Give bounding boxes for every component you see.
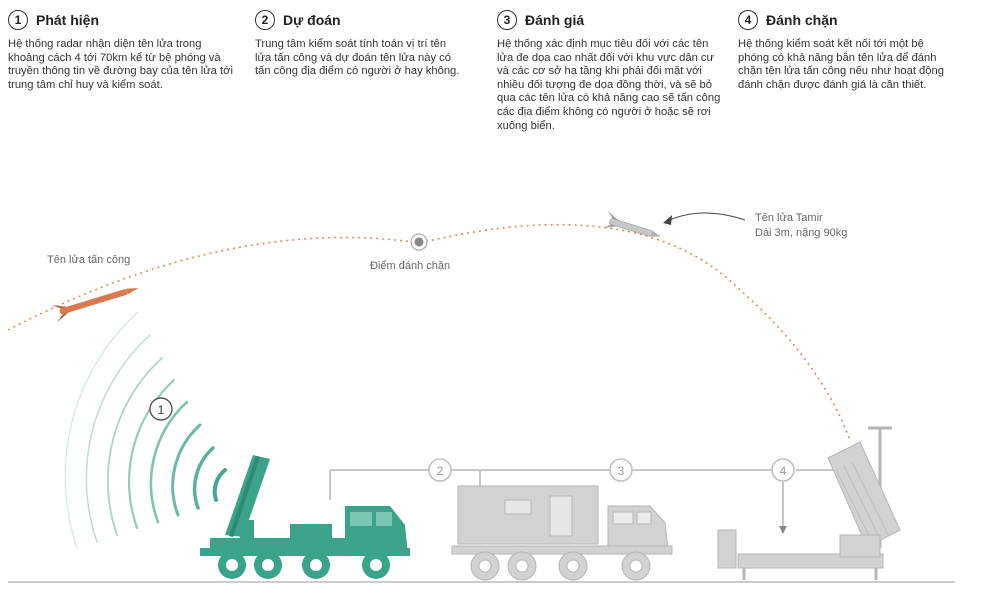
attack-trajectory — [7, 236, 421, 331]
svg-text:4: 4 — [780, 464, 787, 478]
command-truck — [451, 485, 673, 581]
marker-2: 2 — [428, 458, 452, 482]
tamir-name-label: Tên lửa Tamir — [755, 212, 823, 224]
tamir-callout-arrow — [664, 212, 746, 223]
step-prediction: 2 Dự đoán Trung tâm kiểm soát tính toán … — [255, 10, 465, 79]
attack-missile — [51, 288, 139, 323]
marker-4: 4 — [771, 458, 795, 482]
svg-text:3: 3 — [618, 464, 625, 478]
intercept-point-marker — [410, 233, 428, 251]
attack-missile-label: Tên lửa tấn công — [47, 254, 131, 266]
step-number: 3 — [497, 10, 517, 30]
interceptor-trajectory — [419, 223, 851, 441]
svg-text:2: 2 — [437, 464, 444, 478]
tamir-spec-label: Dài 3m, nặng 90kg — [755, 227, 848, 239]
marker-3: 3 — [609, 458, 633, 482]
intercept-point-label: Điểm đánh chặn — [370, 260, 451, 272]
step-detection: 1 Phát hiện Hệ thống radar nhận diện tên… — [8, 10, 236, 92]
step-description: Trung tâm kiểm soát tính toán vị trí tên… — [255, 38, 460, 78]
step-title: Phát hiện — [36, 12, 100, 28]
step-title: Đánh chặn — [766, 12, 838, 28]
missile-launcher — [717, 426, 901, 580]
step-description: Hệ thống xác định mục tiêu đối với các t… — [497, 38, 721, 132]
tamir-missile — [602, 210, 661, 237]
marker-1: 1 — [149, 397, 173, 421]
connection-lines — [329, 469, 838, 528]
step-number: 2 — [255, 10, 275, 30]
step-evaluation: 3 Đánh giá Hệ thống xác định mục tiêu đố… — [497, 10, 722, 133]
step-number: 1 — [8, 10, 28, 30]
step-interception: 4 Đánh chặn Hệ thống kiểm soát kết nối t… — [738, 10, 948, 92]
step-title: Đánh giá — [525, 12, 585, 28]
radar-truck — [200, 455, 410, 579]
step-description: Hệ thống radar nhận diện tên lửa trong k… — [8, 38, 233, 91]
radar-waves — [64, 311, 227, 549]
svg-text:1: 1 — [158, 403, 165, 417]
step-number: 4 — [738, 10, 758, 30]
step-title: Dự đoán — [283, 12, 341, 28]
step-description: Hệ thống kiểm soát kết nối tới một bệ ph… — [738, 38, 944, 91]
